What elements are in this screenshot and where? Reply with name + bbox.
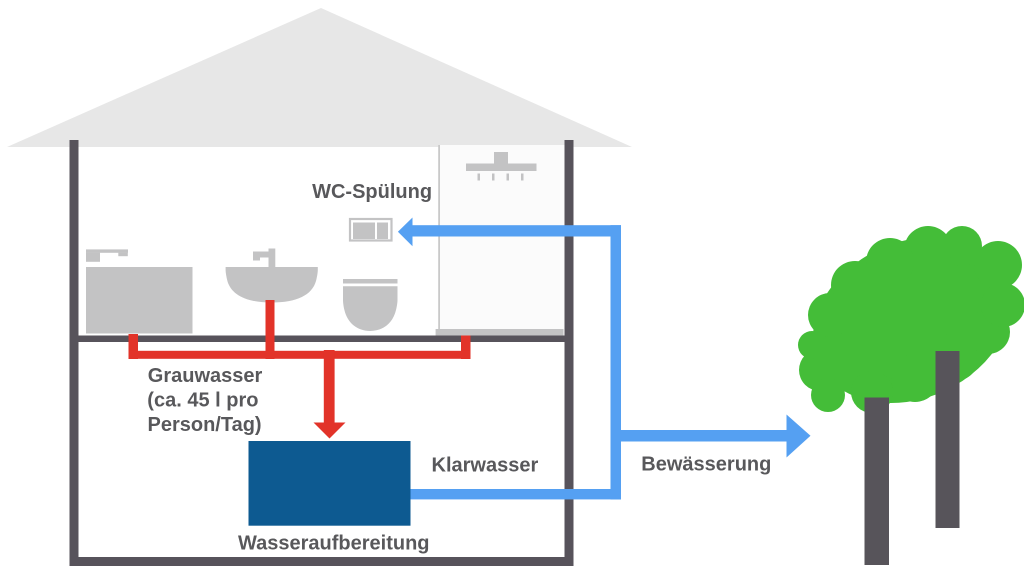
svg-text:Bewässerung: Bewässerung [641,454,771,476]
svg-text:Klarwasser: Klarwasser [432,454,539,476]
svg-text:(ca. 45 l pro: (ca. 45 l pro [147,390,258,412]
svg-text:Wasseraufbereitung: Wasseraufbereitung [238,532,430,554]
svg-text:Grauwasser: Grauwasser [148,365,263,387]
svg-text:Person/Tag): Person/Tag) [148,414,262,436]
svg-text:WC-Spülung: WC-Spülung [312,181,432,203]
